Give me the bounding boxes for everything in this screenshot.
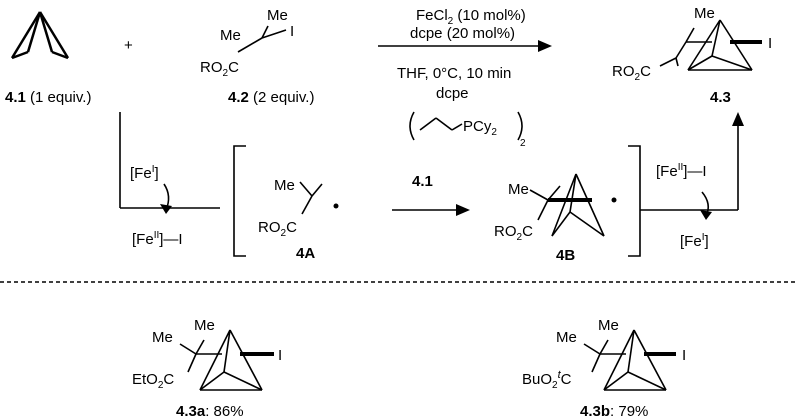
iodine-4-3: I — [768, 35, 772, 52]
fe-species-2: [FeII]—I — [132, 230, 183, 248]
ester-4B: RO2C — [494, 223, 533, 243]
radical-dot-4A — [333, 203, 339, 209]
me-4-2: Me — [267, 7, 288, 24]
label-4B: 4B — [556, 247, 575, 264]
me-label-4-2: Me — [220, 27, 241, 44]
dcpe-name: dcpe — [436, 85, 469, 102]
fe-species-4: [FeI] — [680, 232, 709, 250]
me-4-3a-top: Me — [194, 317, 215, 334]
structure-4-3a — [179, 329, 263, 391]
label-4-3: 4.3 — [710, 89, 731, 106]
radical-dot-4B — [611, 197, 617, 203]
plus-sign: + — [124, 37, 133, 54]
ester-4-3a: EtO2C — [132, 371, 174, 391]
structure-4-3b — [583, 329, 667, 391]
label-4-3b: 4.3b: 79% — [580, 403, 648, 420]
me-4B: Me — [508, 181, 529, 198]
structure-4A — [299, 181, 323, 215]
main-reaction-arrow — [378, 40, 552, 52]
over-arrow-label: 4.1 — [412, 173, 433, 190]
iodine-4-3b: I — [682, 347, 686, 364]
iodine-4-2: I — [290, 23, 294, 40]
me-4-3b-top: Me — [598, 317, 619, 334]
dcpe-structure — [409, 111, 523, 141]
cycle-lines — [119, 112, 739, 257]
structure-4B — [529, 173, 605, 237]
me-4-3: Me — [694, 5, 715, 22]
arrow-head-to-product — [732, 112, 744, 126]
dcpe-subscript: 2 — [520, 138, 526, 149]
arrow-head-fe-release — [700, 210, 712, 220]
dcpe-formula: PCy2 — [463, 118, 497, 138]
iodine-4-3a: I — [278, 347, 282, 364]
condition-solvent: THF, 0°C, 10 min — [397, 65, 511, 82]
label-4-1: 4.1 (1 equiv.) — [5, 89, 91, 106]
structure-4-2 — [237, 25, 287, 53]
fe-species-3: [FeII]—I — [656, 162, 707, 180]
label-4-2: 4.2 (2 equiv.) — [228, 89, 314, 106]
condition-ligand: dcpe (20 mol%) — [410, 25, 515, 42]
condition-catalyst: FeCl2 (10 mol%) — [416, 7, 526, 27]
arrow-head-4A-to-4B — [456, 204, 470, 216]
ester-4A: RO2C — [258, 219, 297, 239]
structure-4-3 — [659, 19, 753, 71]
me-4-3b-left: Me — [556, 329, 577, 346]
fe-species-1: [FeI] — [130, 164, 159, 182]
ester-4-3: RO2C — [612, 63, 651, 83]
structure-4-1 — [10, 11, 70, 60]
me-4A: Me — [274, 177, 295, 194]
ester-4-3b: BuO2tC — [522, 369, 572, 391]
me-4-3a-left: Me — [152, 329, 173, 346]
label-4-3a: 4.3a: 86% — [176, 403, 244, 420]
ester-4-2: RO2C — [200, 59, 239, 79]
label-4A: 4A — [296, 245, 315, 262]
